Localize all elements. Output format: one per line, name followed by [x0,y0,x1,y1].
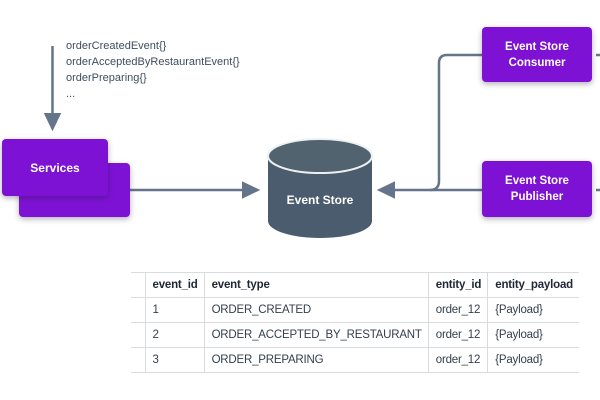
table-gutter-cell [131,297,146,323]
table-gutter-cell [131,322,146,348]
event-store-table: event_id event_type entity_id entity_pay… [131,272,579,373]
table-cell: ORDER_PREPARING [203,347,429,373]
table-row: 3 ORDER_PREPARING order_12 {Payload} [131,347,579,373]
table-row: 2 ORDER_ACCEPTED_BY_RESTAURANT order_12 … [131,322,579,348]
table-cell: order_12 [427,347,489,373]
table-cell: {Payload} [487,297,579,323]
table-row: 1 ORDER_CREATED order_12 {Payload} [131,297,579,323]
event-code-list: orderCreatedEvent{} orderAcceptedByResta… [66,38,240,102]
table-header-entity-id: entity_id [427,272,489,298]
table-cell: ORDER_CREATED [203,297,429,323]
event-code-line: orderPreparing{} [66,72,147,84]
table-cell: 2 [144,322,205,348]
event-store-cylinder-body [268,156,372,238]
services-node: Services [2,139,108,196]
connector-consumer-elbow [429,53,482,192]
event-store-consumer-node: Event Store Consumer [482,27,592,82]
services-label: Services [30,160,80,175]
event-store-publisher-node: Event Store Publisher [482,161,592,217]
table-header-entity-payload: entity_payload [487,272,579,298]
event-code-line: orderCreatedEvent{} [66,40,167,52]
event-store-label: Event Store [286,193,354,207]
table-cell: 3 [144,347,205,373]
table-cell: order_12 [427,322,489,348]
table-cell: 1 [144,297,205,323]
event-code-line: orderAcceptedByRestaurantEvent{} [66,56,240,68]
consumer-label-line2: Consumer [508,56,566,69]
event-code-line: ... [66,88,76,100]
table-cell: ORDER_ACCEPTED_BY_RESTAURANT [203,322,429,348]
table-cell: {Payload} [487,322,579,348]
table-cell: {Payload} [487,347,579,373]
table-header-event-id: event_id [144,272,205,298]
table-header-event-type: event_type [203,272,429,298]
consumer-label-line1: Event Store [505,40,569,53]
table-cell: order_12 [427,297,489,323]
publisher-label-line1: Event Store [505,175,569,187]
table-gutter-cell [131,272,146,298]
table-gutter-cell [131,347,146,373]
publisher-label-line2: Publisher [510,191,564,203]
table-header-row: event_id event_type entity_id entity_pay… [131,272,579,298]
event-store-cylinder-top [267,138,373,174]
